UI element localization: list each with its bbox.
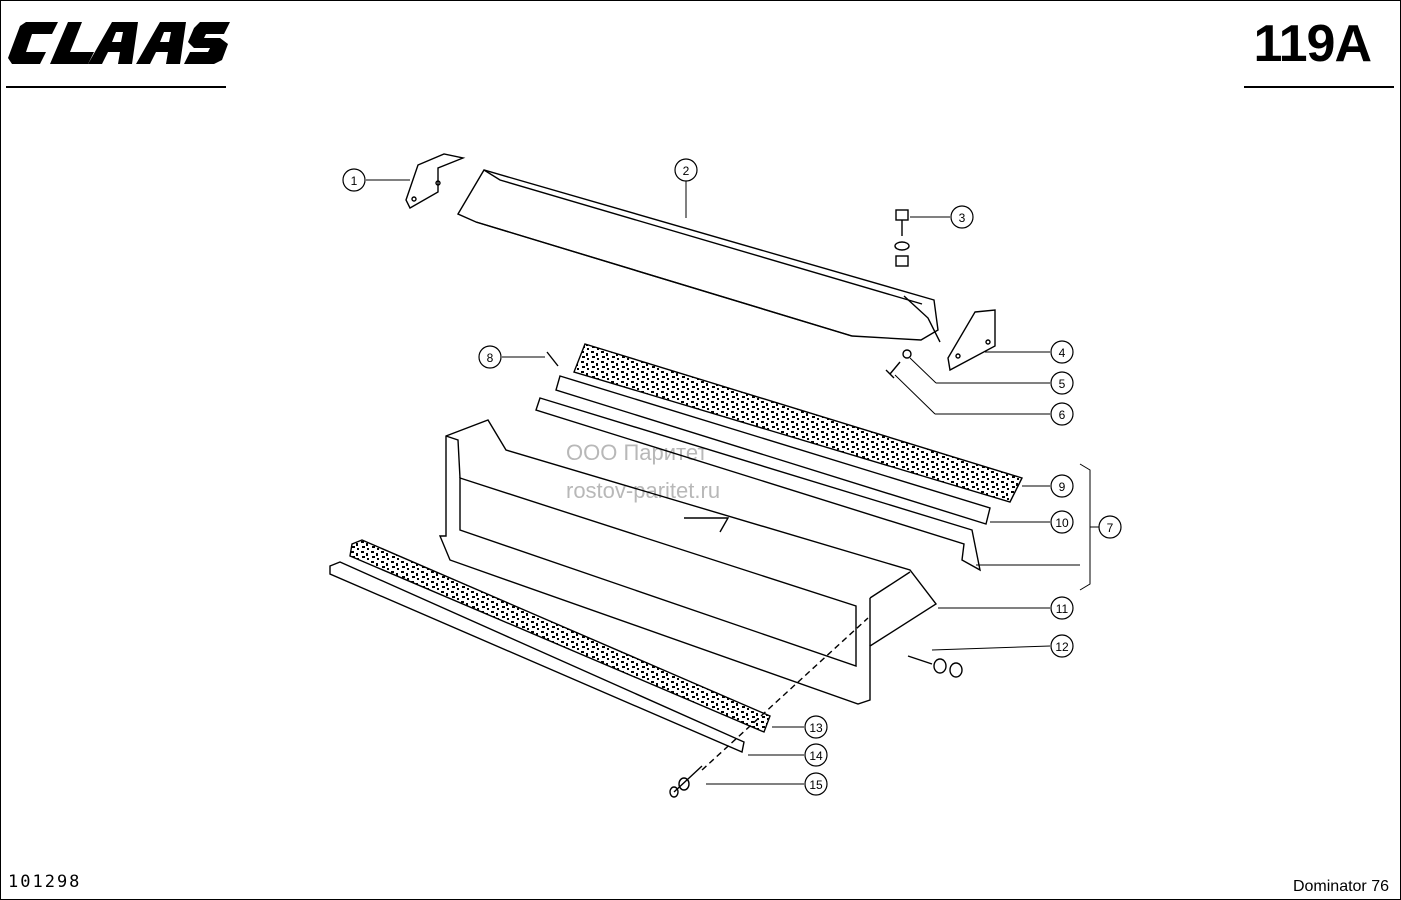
page-number-rule	[1244, 86, 1394, 88]
callout-7	[1098, 515, 1122, 539]
callout-label-10: 10	[1055, 516, 1069, 530]
callout-5	[1050, 371, 1074, 395]
callout-12	[1050, 634, 1074, 658]
callout-15	[804, 772, 828, 796]
callout-8	[478, 345, 502, 369]
model-name: Dominator 76	[1292, 878, 1389, 895]
callout-label-3: 3	[959, 211, 966, 225]
callout-label-5: 5	[1059, 377, 1066, 391]
callout-3	[950, 205, 974, 229]
callout-label-15: 15	[809, 778, 823, 792]
callout-2	[674, 158, 698, 182]
callout-label-11: 11	[1056, 602, 1069, 616]
watermark-line-1: ООО Паритет	[566, 440, 708, 465]
callout-13	[804, 715, 828, 739]
callout-label-9: 9	[1059, 480, 1066, 494]
callout-label-7: 7	[1107, 521, 1114, 535]
callout-label-6: 6	[1059, 408, 1066, 422]
callout-label-2: 2	[683, 164, 690, 178]
callout-label-8: 8	[487, 351, 494, 365]
logo-rule	[6, 86, 226, 88]
callout-1	[342, 168, 366, 192]
part-2-top-cover	[456, 169, 941, 343]
callout-label-1: 1	[351, 174, 358, 188]
part-11-frame	[438, 419, 938, 705]
part-4-bracket	[947, 309, 996, 372]
callouts	[342, 158, 1122, 796]
callout-label-4: 4	[1059, 346, 1066, 360]
claas-logo	[8, 22, 230, 64]
leader-lines	[366, 179, 1100, 785]
page-number: 119A	[1253, 15, 1372, 73]
callout-11	[1050, 596, 1074, 620]
callout-label-14: 14	[809, 749, 823, 763]
document-number: 101298	[8, 872, 82, 892]
callout-label-13: 13	[809, 721, 823, 735]
callout-6	[1050, 402, 1074, 426]
callout-14	[804, 743, 828, 767]
callout-label-12: 12	[1055, 640, 1069, 654]
callout-4	[1050, 340, 1074, 364]
part-3-bolt-set	[894, 209, 910, 267]
part-1-bracket	[405, 153, 466, 209]
callout-10	[1050, 510, 1074, 534]
callout-9	[1050, 474, 1074, 498]
